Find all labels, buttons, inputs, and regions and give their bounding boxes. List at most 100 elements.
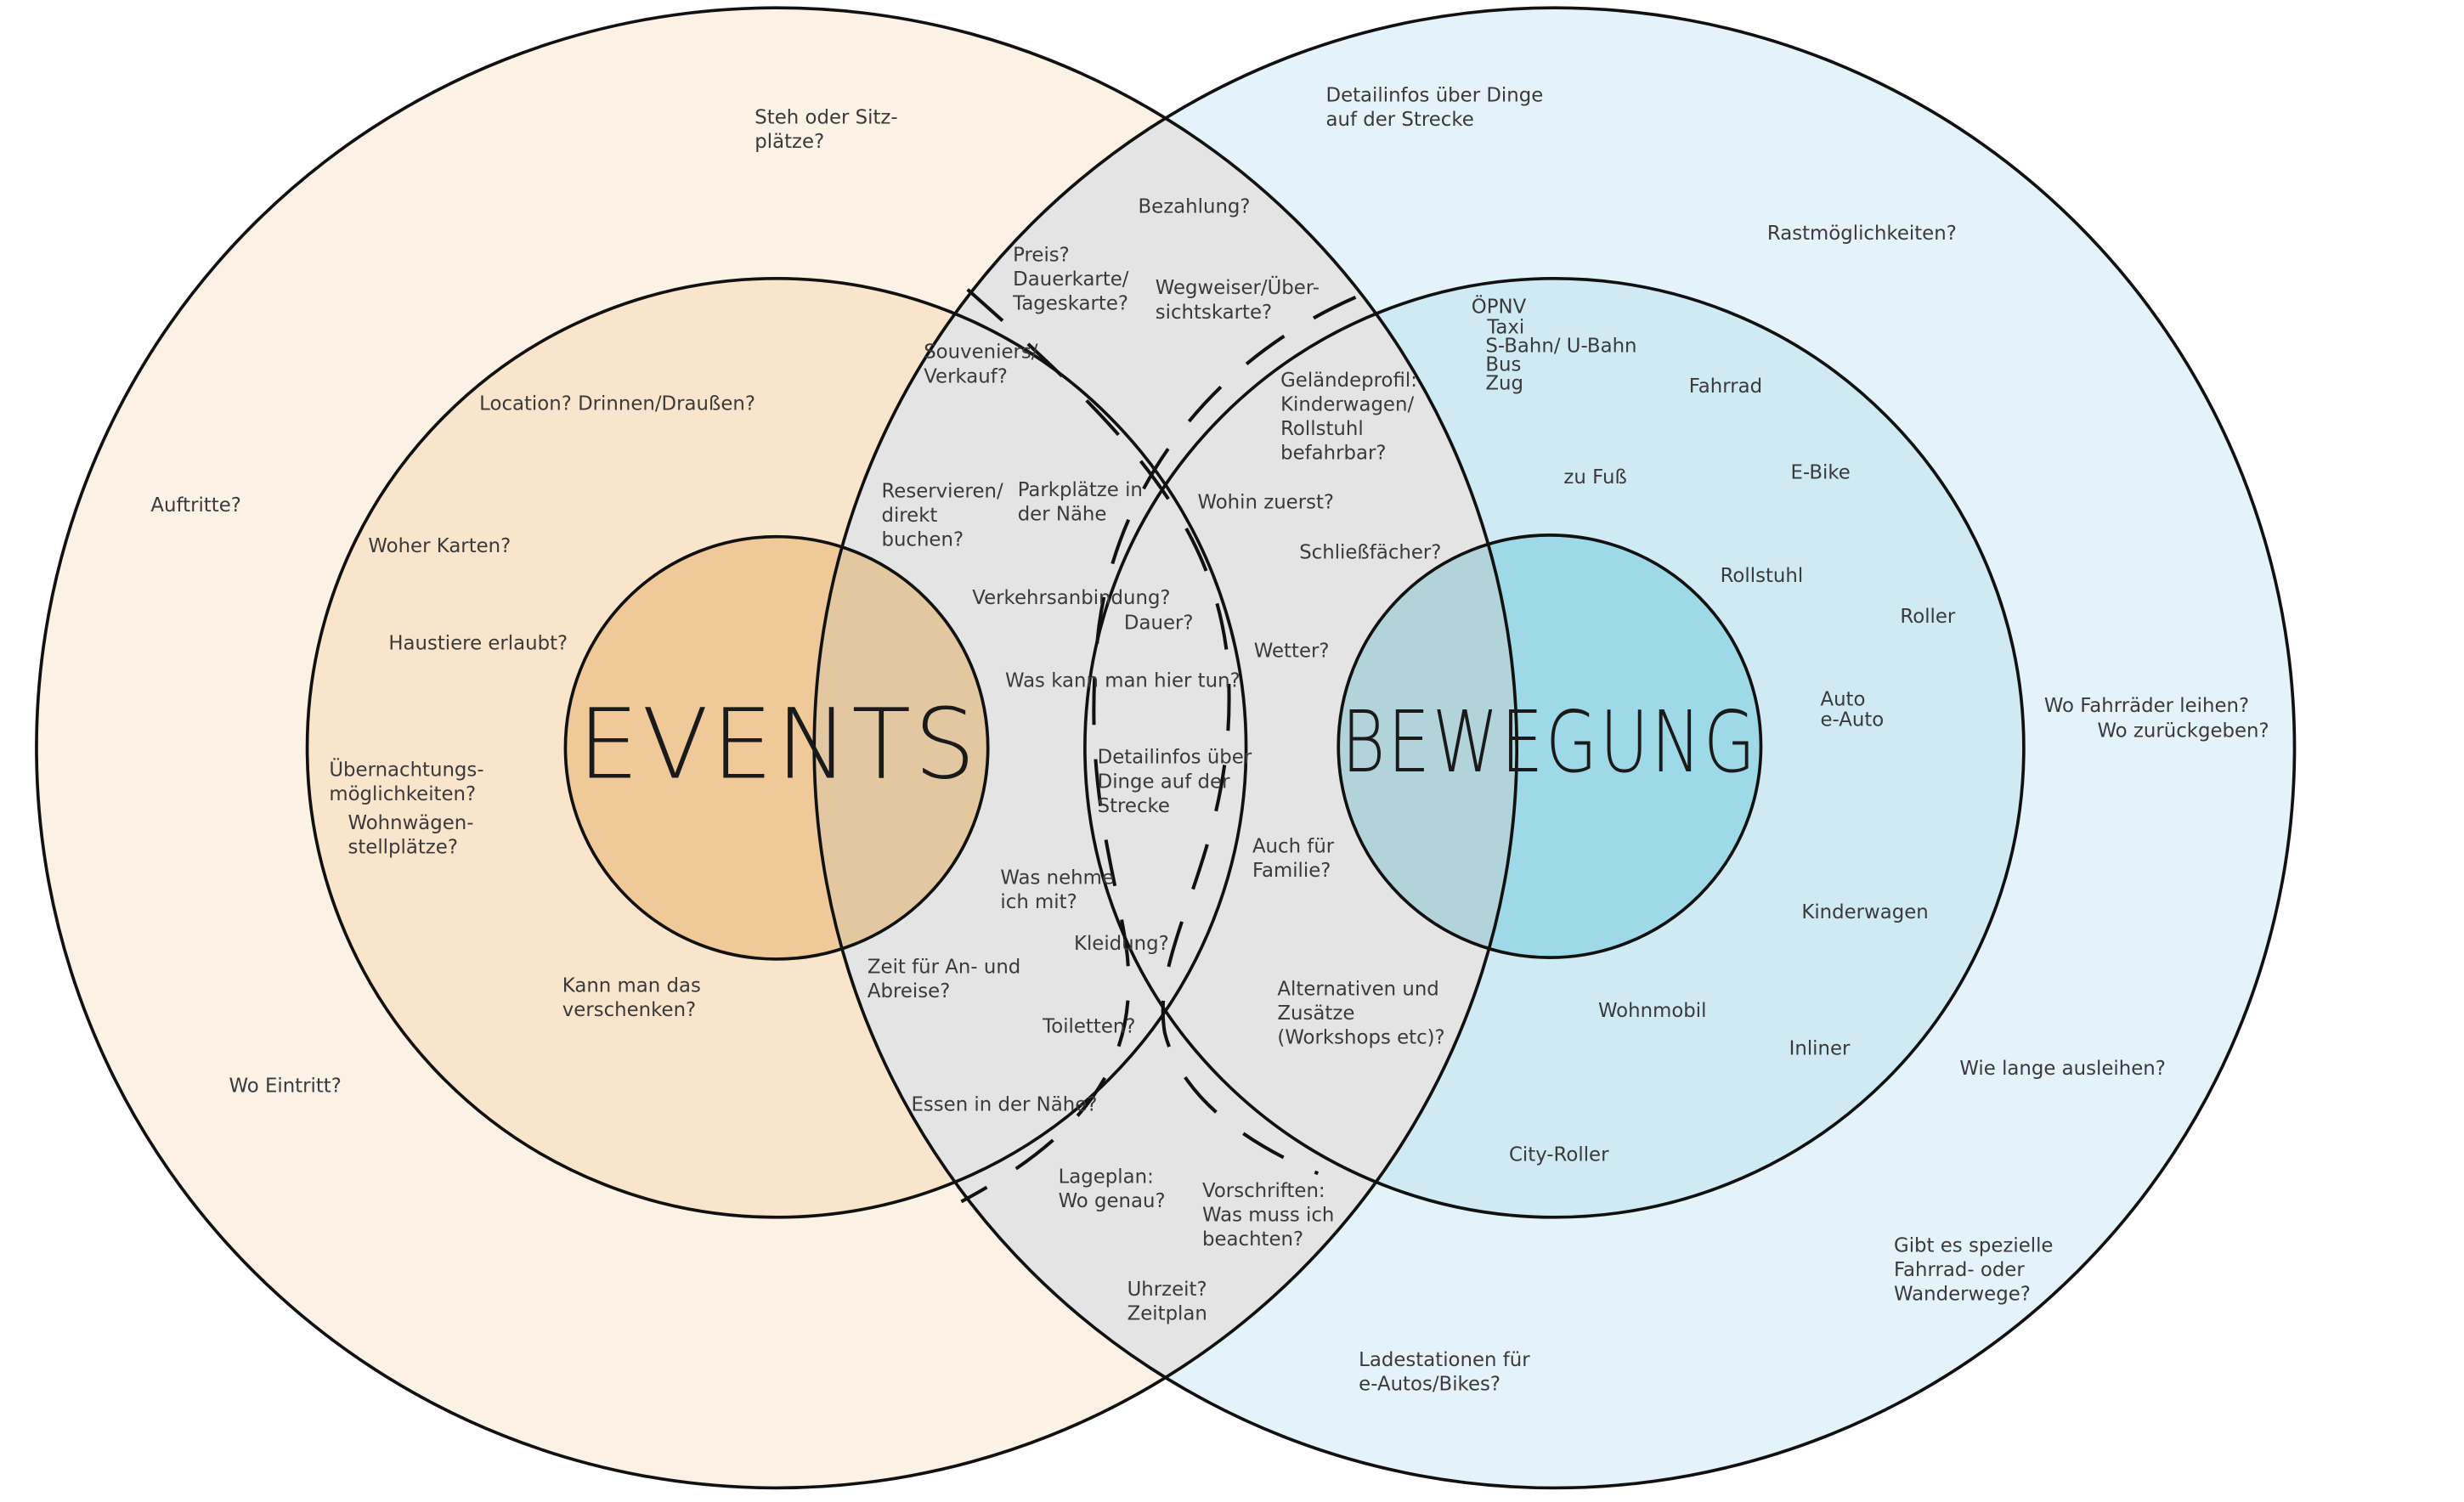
label-line: Auftritte? — [150, 494, 240, 517]
label-line: Uhrzeit? — [1127, 1279, 1207, 1301]
label-fahrrad: Fahrrad — [1689, 376, 1762, 398]
label-uebernachtung: Übernachtungs-möglichkeiten? — [329, 757, 483, 805]
label-taxi: Taxi — [1486, 316, 1524, 338]
label-line: Schließfächer? — [1299, 541, 1441, 563]
label-line: verschenken? — [562, 999, 696, 1021]
label-rollstuhl: Rollstuhl — [1721, 565, 1804, 587]
label-line: Fahrrad- oder — [1894, 1259, 2025, 1281]
label-line: möglichkeiten? — [329, 783, 476, 805]
label-rast: Rastmöglichkeiten? — [1767, 223, 1957, 245]
label-line: Vorschriften: — [1202, 1180, 1325, 1202]
label-zurueckgeben: Wo zurückgeben? — [2097, 720, 2269, 742]
label-line: Was muss ich — [1202, 1204, 1334, 1226]
label-line: Rollstuhl — [1280, 418, 1364, 440]
label-wegweiser: Wegweiser/Über-sichtskarte? — [1156, 275, 1320, 324]
label-line: Auch für — [1252, 836, 1335, 858]
label-line: Woher Karten? — [368, 535, 511, 557]
label-uhrzeit: Uhrzeit?Zeitplan — [1127, 1279, 1207, 1325]
label-line: Wanderwege? — [1894, 1283, 2031, 1305]
label-line: Taxi — [1486, 316, 1524, 338]
label-toiletten: Toiletten? — [1042, 1016, 1135, 1038]
label-line: Preis? — [1013, 245, 1070, 267]
label-line: auf der Strecke — [1326, 109, 1474, 131]
label-line: Parkplätze in — [1018, 479, 1143, 501]
label-wetter: Wetter? — [1254, 641, 1330, 663]
circle-outlines — [35, 6, 2297, 1490]
label-line: Wo Eintritt? — [229, 1075, 341, 1097]
label-woher-karten: Woher Karten? — [368, 535, 511, 557]
label-line: direkt — [881, 505, 937, 527]
label-line: Abreise? — [867, 980, 950, 1002]
label-line: Geländeprofil: — [1280, 370, 1417, 392]
label-line: Lageplan: — [1059, 1166, 1154, 1188]
label-line: Zeitplan — [1127, 1302, 1207, 1324]
bewegung-core-overlap — [1338, 534, 1517, 958]
label-line: Kinderwagen/ — [1280, 393, 1414, 415]
label-line: City-Roller — [1509, 1144, 1609, 1166]
label-bus: Bus — [1485, 353, 1521, 376]
label-preis: Preis?Dauerkarte/Tageskarte? — [1012, 245, 1129, 315]
label-haustiere: Haustiere erlaubt? — [388, 632, 568, 654]
dashed-paths — [960, 288, 1357, 1204]
label-line: Zusätze — [1277, 1002, 1354, 1025]
label-line: Bus — [1485, 353, 1521, 376]
label-city-roller: City-Roller — [1509, 1144, 1609, 1166]
label-line: e-Autos/Bikes? — [1359, 1373, 1500, 1395]
label-line: Rastmöglichkeiten? — [1767, 223, 1957, 245]
label-line: S-Bahn/ U-Bahn — [1485, 335, 1636, 357]
label-line: Verkehrsanbindung? — [972, 587, 1170, 609]
label-line: Was kann man hier tun? — [1005, 669, 1240, 692]
label-eauto: e-Auto — [1820, 709, 1884, 731]
label-line: Essen in der Nähe? — [911, 1094, 1097, 1116]
label-line: Kann man das — [562, 975, 701, 997]
label-line: Was nehme — [1000, 867, 1114, 889]
label-line: Zug — [1485, 373, 1523, 395]
label-line: Kinderwagen — [1801, 901, 1928, 923]
label-line: Zeit für An- und — [867, 957, 1020, 979]
label-line: e-Auto — [1820, 709, 1884, 731]
overlap-lens — [814, 8, 1517, 1488]
label-sbahn: S-Bahn/ U-Bahn — [1485, 335, 1636, 357]
label-line: Detailinfos über Dinge — [1326, 85, 1544, 107]
label-line: befahrbar? — [1280, 443, 1386, 465]
label-line: beachten? — [1202, 1228, 1303, 1251]
label-wohnmobil: Wohnmobil — [1598, 1000, 1707, 1022]
label-line: Inliner — [1789, 1037, 1851, 1059]
label-verkehrsanbindung: Verkehrsanbindung? — [972, 587, 1170, 609]
label-line: Alternativen und — [1277, 978, 1438, 1000]
label-line: plätze? — [754, 131, 824, 153]
label-ebike: E-Bike — [1790, 462, 1850, 484]
label-line: Strecke — [1098, 795, 1170, 817]
label-line: Haustiere erlaubt? — [388, 632, 568, 654]
label-fahrraeder-leihen: Wo Fahrräder leihen? — [2044, 695, 2249, 717]
bewegung-title: BEWEGUNG — [1342, 694, 1758, 792]
label-steh: Steh oder Sitz-plätze? — [754, 106, 897, 153]
label-line: Wegweiser/Über- — [1156, 275, 1320, 299]
label-line: der Nähe — [1018, 503, 1107, 525]
label-line: Toiletten? — [1042, 1016, 1135, 1038]
label-auto: Auto — [1820, 689, 1865, 711]
label-location: Location? Drinnen/Draußen? — [479, 393, 755, 415]
label-line: Souveniers/ — [924, 342, 1038, 364]
label-line: Bezahlung? — [1139, 195, 1251, 217]
dashed-path-left — [966, 288, 1320, 1176]
label-wo-eintritt: Wo Eintritt? — [229, 1075, 341, 1097]
label-line: zu Fuß — [1563, 466, 1626, 488]
label-gelaendeprofil: Geländeprofil:Kinderwagen/Rollstuhl befah… — [1280, 370, 1417, 465]
label-essen: Essen in der Nähe? — [911, 1094, 1097, 1116]
label-line: Dinge auf der — [1098, 771, 1230, 793]
label-line: E-Bike — [1790, 462, 1850, 484]
label-wie-lange: Wie lange ausleihen? — [1959, 1058, 2165, 1080]
label-zu-fuss: zu Fuß — [1563, 466, 1626, 488]
label-line: Detailinfos über — [1098, 747, 1252, 769]
events-title: EVENTS — [578, 687, 979, 800]
label-zug: Zug — [1485, 373, 1523, 395]
